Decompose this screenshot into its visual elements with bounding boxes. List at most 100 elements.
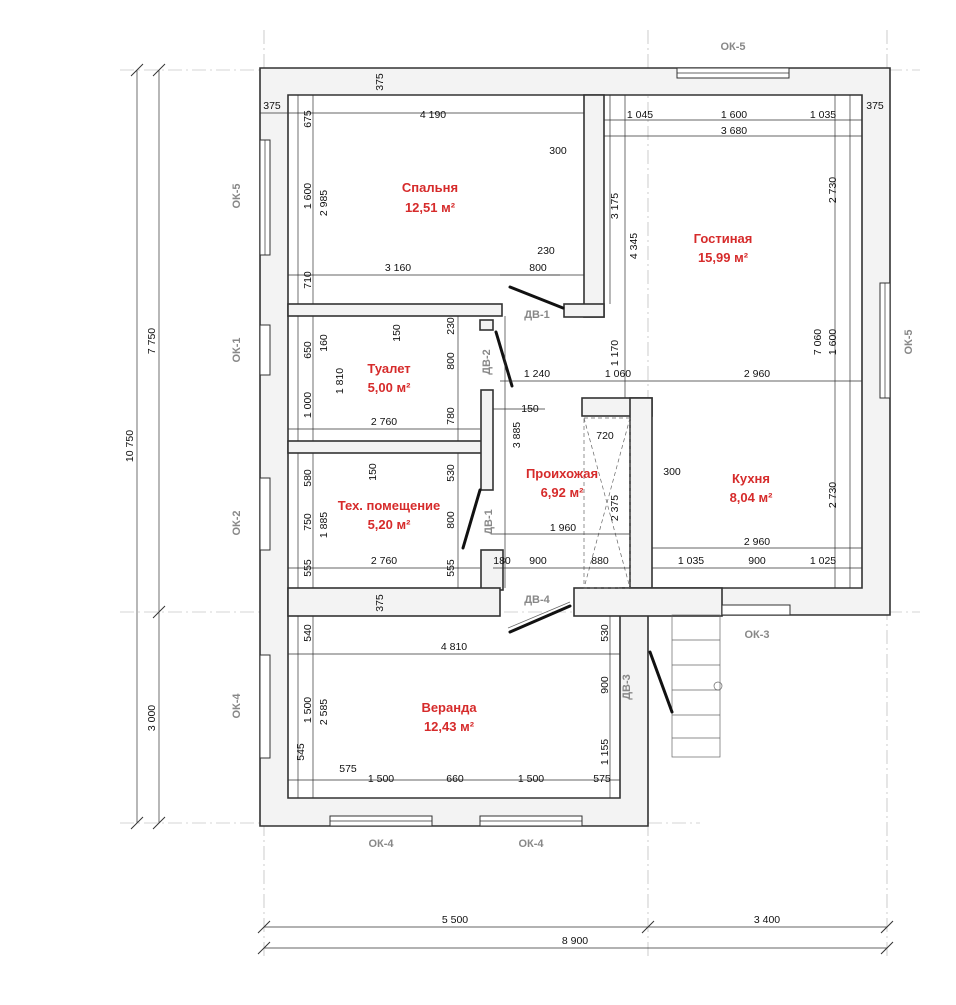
dim-bed-3175: 3 175: [609, 193, 621, 219]
dim-top-1035: 1 035: [810, 109, 836, 121]
dim-hall-150: 150: [521, 403, 539, 415]
door-veranda: [508, 604, 572, 634]
dim-hall-3885: 3 885: [511, 422, 523, 448]
dim-ver-1155: 1 155: [599, 739, 611, 765]
dim-bed-300: 300: [549, 145, 567, 157]
dim-bed-675: 675: [302, 110, 314, 128]
room-bedroom-area: 12,51 м²: [405, 200, 456, 215]
dim-liv-7060: 7 060: [812, 329, 824, 355]
dim-ver-660: 660: [446, 773, 464, 785]
dim-bed-2985: 2 985: [318, 190, 330, 216]
hall-wall-upper: [480, 389, 494, 491]
dim-tech-555-left: 555: [302, 559, 314, 577]
room-hall-name: Проихожая: [526, 466, 598, 481]
dim-left-part: 5 500: [442, 914, 468, 926]
dim-upper: 7 750: [146, 328, 158, 354]
door-labels: ДВ-1 ДВ-2 ДВ-1 ДВ-4 ДВ-3: [481, 309, 633, 700]
dim-ver-575-right: 575: [593, 773, 611, 785]
room-labels: Спальня 12,51 м² Гостиная 15,99 м² Туале…: [338, 180, 773, 734]
dim-tech-750: 750: [302, 513, 314, 531]
kitchen-west-wall: [629, 397, 653, 589]
hall-veranda-wall-left: [287, 587, 501, 617]
door-label-toilet: ДВ-2: [481, 349, 493, 375]
dim-top-1600: 1 600: [721, 109, 747, 121]
dim-bed-3160: 3 160: [385, 262, 411, 274]
door-bedroom: [508, 285, 565, 310]
dim-tech-150: 150: [367, 463, 379, 481]
entrance-stairs: [671, 614, 723, 758]
dim-overall-height: 10 750: [124, 430, 136, 462]
dim-ver-545: 545: [295, 743, 307, 761]
dim-kit-1035: 1 035: [678, 555, 704, 567]
dim-toi-800: 800: [445, 352, 457, 370]
doors: [461, 285, 674, 714]
window-label-bottom-2: ОК-4: [518, 838, 544, 850]
room-hall-area: 6,92 м²: [541, 485, 585, 500]
room-living-area: 15,99 м²: [698, 250, 749, 265]
dim-top-375-right: 375: [866, 100, 884, 112]
dim-lower: 3 000: [146, 705, 158, 731]
dim-liv-2730-top: 2 730: [827, 177, 839, 203]
room-kitchen-name: Кухня: [732, 471, 770, 486]
window-label-left-3: ОК-2: [231, 510, 243, 535]
room-tech-area: 5,20 м²: [368, 517, 412, 532]
interior-walls: [287, 94, 723, 617]
overall-dimension-labels: 8 900 5 500 3 400 10 750 7 750 3 000: [124, 328, 780, 947]
toilet-dimension-labels: 650 160 150 230 1 810 800 1 000 780 2 76…: [302, 317, 457, 428]
dim-top-375-v: 375: [374, 73, 386, 91]
dim-hall-880: 880: [591, 555, 609, 567]
window-label-left-4: ОК-4: [231, 693, 243, 719]
dim-hall-900: 900: [529, 555, 547, 567]
dim-ver-1500: 1 500: [302, 697, 314, 723]
window-label-right: ОК-5: [903, 329, 915, 354]
kitchen-dimension-labels: 2 730 2 960 1 035 900 1 025: [678, 482, 839, 567]
dim-ver-530: 530: [599, 624, 611, 642]
dim-tech-800: 800: [445, 511, 457, 529]
bedroom-dimension-labels: 675 1 600 2 985 300 3 175 230 800 710 3 …: [302, 110, 621, 289]
dim-ver-375: 375: [374, 594, 386, 612]
dim-bed-1600: 1 600: [302, 183, 314, 209]
dim-liv-1240: 1 240: [524, 368, 550, 380]
window-label-left-2: ОК-1: [231, 337, 243, 362]
dim-liv-1060: 1 060: [605, 368, 631, 380]
dim-bed-230: 230: [537, 245, 555, 257]
dim-tech-530: 530: [445, 464, 457, 482]
door-jamb-1: [563, 303, 605, 318]
dim-liv-1170: 1 170: [609, 340, 621, 366]
dim-ver-4810: 4 810: [441, 641, 467, 653]
window-label-top: ОК-5: [720, 41, 745, 53]
dim-ver-900: 900: [599, 676, 611, 694]
door-label-veranda: ДВ-4: [524, 594, 550, 606]
room-bedroom-name: Спальня: [402, 180, 458, 195]
dim-top-4190: 4 190: [420, 109, 446, 121]
dim-toi-1810: 1 810: [334, 368, 346, 394]
dim-kit-1025: 1 025: [810, 555, 836, 567]
dim-top-1045: 1 045: [627, 109, 653, 121]
room-toilet-name: Туалет: [367, 361, 410, 376]
toilet-tech-wall: [287, 440, 493, 454]
dim-toi-2760: 2 760: [371, 416, 397, 428]
windows: [259, 67, 891, 827]
window-label-left-1: ОК-5: [231, 183, 243, 208]
dim-toi-230: 230: [445, 317, 457, 335]
tech-dimension-labels: 580 150 530 750 1 885 800 555 2 760 555: [302, 463, 457, 577]
dim-toi-650: 650: [302, 341, 314, 359]
door-tech: [461, 488, 482, 550]
dim-top-3680: 3 680: [721, 125, 747, 137]
room-veranda-name: Веранда: [421, 700, 477, 715]
living-dimension-labels: 4 345 2 730 7 060 1 600 1 170 1 240 1 06…: [524, 177, 839, 380]
bedroom-living-wall: [583, 94, 605, 318]
dim-ver-540: 540: [302, 624, 314, 642]
window-label-kitchen: ОК-3: [744, 629, 769, 641]
room-veranda-area: 12,43 м²: [424, 719, 475, 734]
bedroom-toilet-wall: [287, 303, 503, 317]
dim-tech-580: 580: [302, 469, 314, 487]
dim-kit-900: 900: [748, 555, 766, 567]
top-dimension-labels: 375 375 4 190 1 045 1 600 1 035 375 3 68…: [263, 73, 884, 137]
dim-kit-2960: 2 960: [744, 536, 770, 548]
dim-bed-710: 710: [302, 271, 314, 289]
window-left-2: [259, 324, 271, 376]
dim-ver-2585: 2 585: [318, 699, 330, 725]
door-label-entrance: ДВ-3: [621, 674, 633, 700]
